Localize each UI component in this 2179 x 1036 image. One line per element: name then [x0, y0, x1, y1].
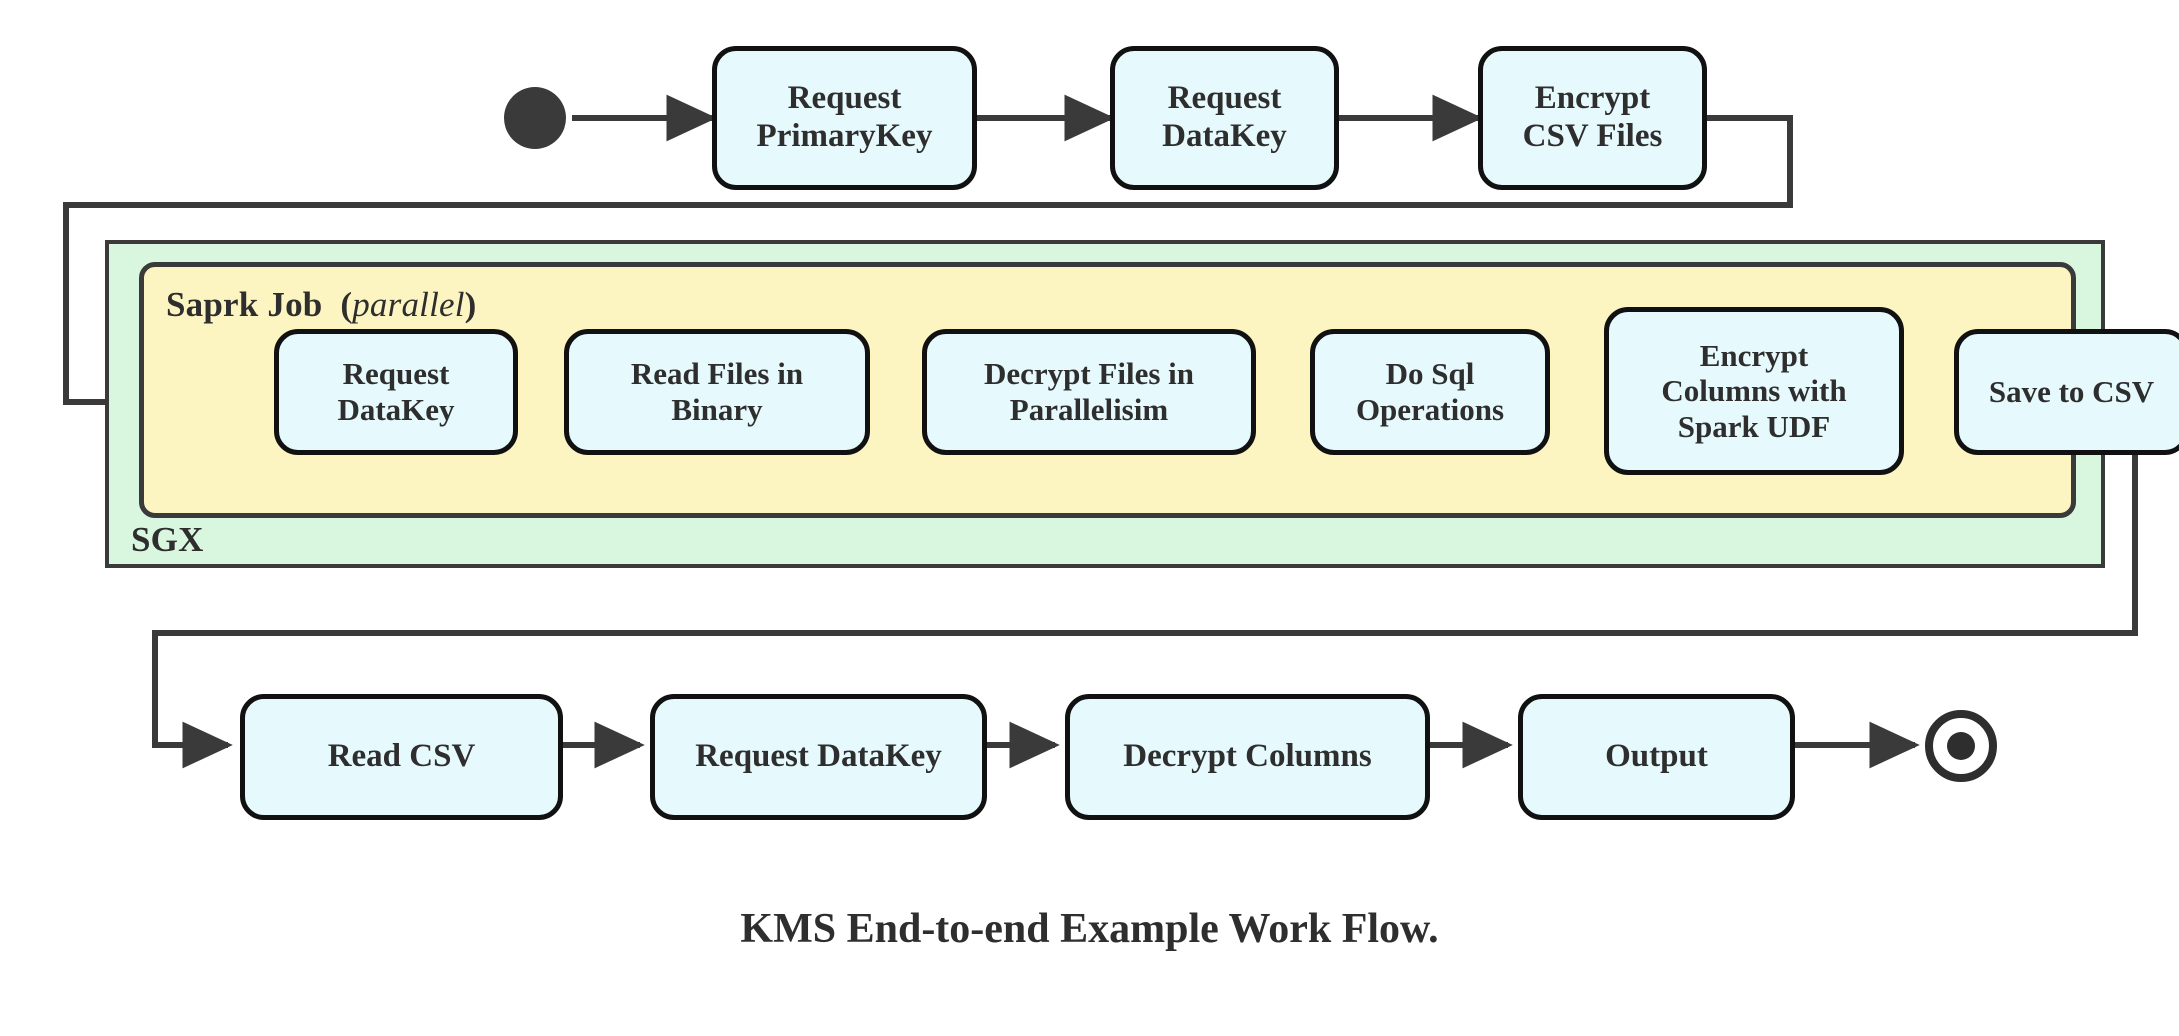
node-save-to-csv[interactable]: Save to CSV: [1954, 329, 2179, 455]
end-node-core: [1947, 732, 1975, 760]
group-sgx-label: SGX: [131, 520, 204, 559]
node-label: Read Files in Binary: [630, 356, 804, 427]
node-label: Request DataKey: [337, 356, 455, 427]
node-decrypt-columns[interactable]: Decrypt Columns: [1065, 694, 1430, 820]
start-node: [504, 87, 566, 149]
node-decrypt-files-in-parallelisim[interactable]: Decrypt Files in Parallelisim: [922, 329, 1256, 455]
group-spark-job-title: Saprk Job: [166, 285, 323, 324]
node-request-datakey-spark[interactable]: Request DataKey: [274, 329, 518, 455]
group-spark-job-qualifier: parallel: [352, 285, 465, 324]
node-label: Request DataKey: [695, 738, 942, 775]
node-label: Decrypt Files in Parallelisim: [983, 356, 1195, 427]
node-label: Request PrimaryKey: [756, 80, 933, 154]
node-request-datakey-bottom[interactable]: Request DataKey: [650, 694, 987, 820]
group-spark-job-label: Saprk Job (parallel): [166, 285, 477, 325]
node-output[interactable]: Output: [1518, 694, 1795, 820]
diagram-caption: KMS End-to-end Example Work Flow.: [740, 906, 1439, 952]
group-spark-job: Saprk Job (parallel) Request DataKey Rea…: [139, 262, 2179, 518]
node-label: Read CSV: [327, 738, 476, 775]
node-label: Encrypt CSV Files: [1522, 80, 1663, 154]
node-label: Encrypt Columns with Spark UDF: [1661, 337, 1847, 444]
node-encrypt-csv-files[interactable]: Encrypt CSV Files: [1478, 46, 1707, 190]
node-request-primarykey[interactable]: Request PrimaryKey: [712, 46, 977, 190]
node-do-sql-operations[interactable]: Do Sql Operations: [1310, 329, 1550, 455]
node-label: Decrypt Columns: [1123, 738, 1372, 775]
node-encrypt-columns-with-spark-udf[interactable]: Encrypt Columns with Spark UDF: [1604, 307, 1904, 475]
node-request-datakey-top[interactable]: Request DataKey: [1110, 46, 1339, 190]
node-read-files-in-binary[interactable]: Read Files in Binary: [564, 329, 870, 455]
group-spark-job-paren-close: ): [464, 285, 477, 324]
node-label: Save to CSV: [1988, 374, 2155, 410]
group-sgx: SGX Saprk Job (parallel) Request DataKey…: [105, 240, 2179, 568]
end-node: [1925, 710, 1997, 782]
node-label: Request DataKey: [1162, 80, 1287, 154]
node-label: Output: [1605, 738, 1708, 775]
node-label: Do Sql Operations: [1355, 356, 1505, 427]
group-spark-job-paren-open: (: [340, 285, 353, 324]
node-read-csv[interactable]: Read CSV: [240, 694, 563, 820]
